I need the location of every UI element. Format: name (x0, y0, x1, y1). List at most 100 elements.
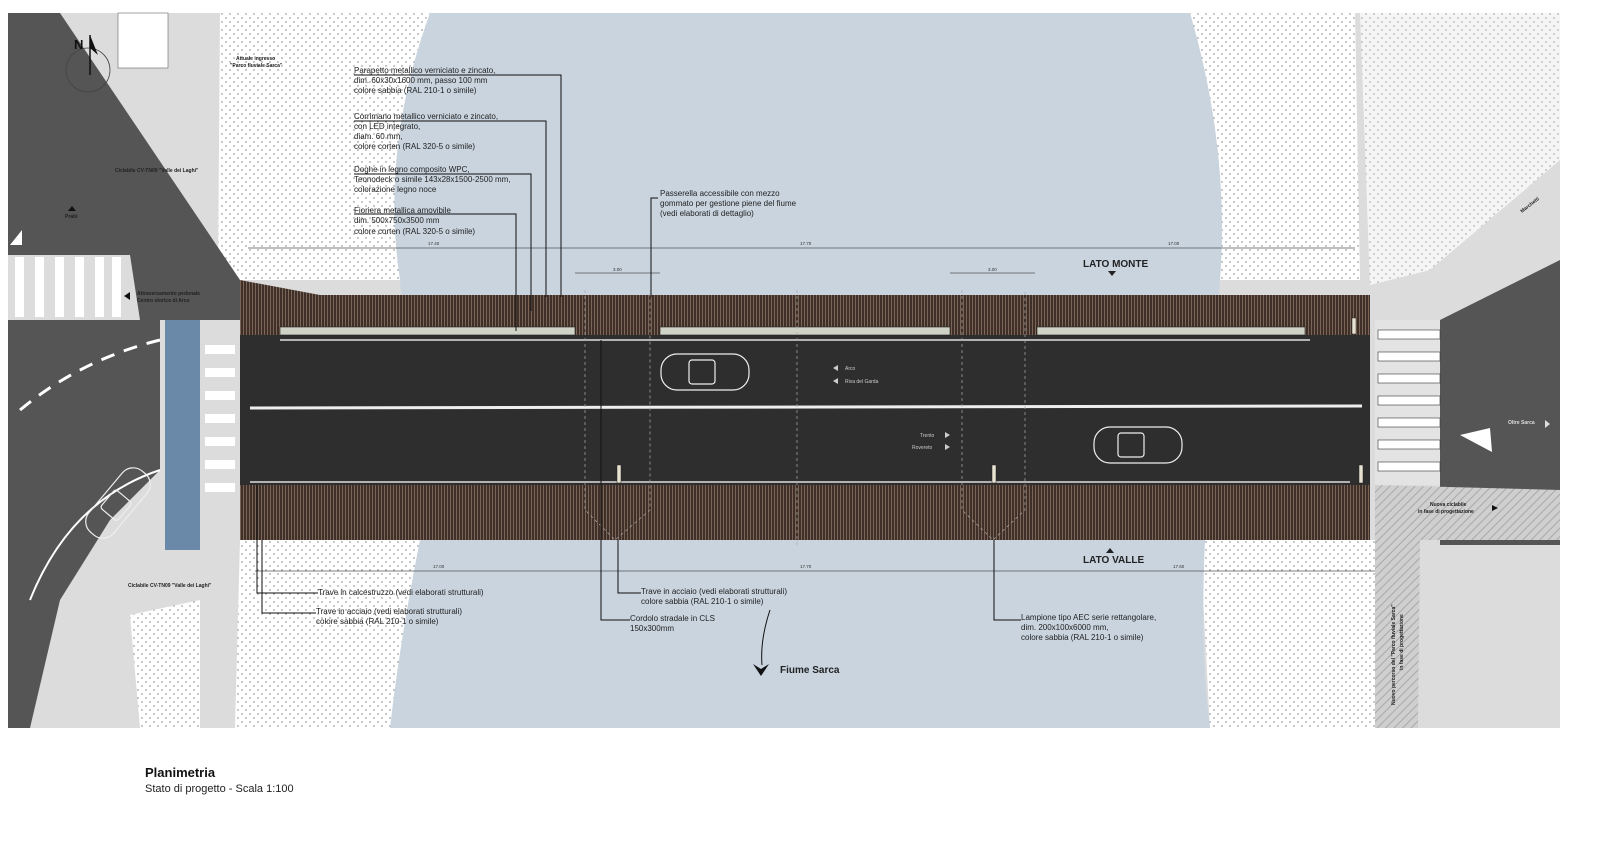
label-ingresso: Attuale ingresso (236, 56, 275, 62)
give-way-triangle-left (10, 230, 22, 245)
note-trave-acciaio-right: Trave in acciaio (vedi elaborati struttu… (641, 587, 787, 606)
arrow-right-icon (1545, 420, 1550, 428)
green-area-ne (1190, 13, 1360, 280)
label-oltre-sarca: Oltre Sarca (1508, 420, 1535, 426)
svg-text:colore corten (RAL 320-5 o sim: colore corten (RAL 320-5 o simile) (354, 227, 475, 236)
road-sw (8, 320, 160, 728)
svg-text:Fioriera metallica amovibile: Fioriera metallica amovibile (354, 206, 451, 215)
note-doghe: Doghe in legno composito WPC, Teonodeck … (354, 165, 511, 194)
arrow-left-icon (124, 292, 130, 300)
arrow-down-icon (1108, 271, 1116, 276)
svg-text:Parapetto metallico verniciato: Parapetto metallico verniciato e zincato… (354, 66, 495, 75)
svg-text:Cordolo stradale in CLS: Cordolo stradale in CLS (630, 614, 715, 623)
svg-text:Trave in calcestruzzo (vedi el: Trave in calcestruzzo (vedi elaborati st… (318, 588, 484, 597)
svg-text:colore corten (RAL 320-5 o sim: colore corten (RAL 320-5 o simile) (354, 142, 475, 151)
arrow-up-icon (68, 206, 76, 211)
svg-text:gommato per gestione piene del: gommato per gestione piene del fiume (660, 199, 797, 208)
svg-text:17.70: 17.70 (800, 241, 812, 246)
car-icon (1093, 426, 1183, 464)
svg-text:Trave in acciaio (vedi elabora: Trave in acciaio (vedi elaborati struttu… (316, 607, 462, 616)
building (117, 12, 169, 69)
svg-text:dim. 200x100x6000 mm,: dim. 200x100x6000 mm, (1021, 623, 1109, 632)
road-east (1440, 260, 1560, 545)
green-area-sw2 (130, 600, 200, 728)
svg-text:diam. 60 mm,: diam. 60 mm, (354, 132, 402, 141)
svg-text:Passerella accessibile con mez: Passerella accessibile con mezzo (660, 189, 780, 198)
car-icon (85, 467, 151, 539)
green-area-ne2 (1360, 13, 1560, 285)
center-line (249, 404, 1363, 410)
svg-text:colore sabbia (RAL 210-1 o sim: colore sabbia (RAL 210-1 o simile) (1021, 633, 1144, 642)
arrow-up-icon (1106, 548, 1114, 553)
svg-text:17.60: 17.60 (1173, 564, 1185, 569)
planters (279, 326, 1306, 336)
svg-text:dim. 60x30x1600 mm, passo 10: dim. 60x30x1600 mm, passo 100 mm (354, 76, 488, 85)
page-subtitle: Stato di progetto - Scala 1:100 (145, 783, 294, 795)
label-attraversamento-2: Centro storico di Arco (137, 298, 190, 304)
green-area-se (1200, 540, 1380, 728)
svg-text:17.00: 17.00 (1168, 241, 1180, 246)
label-lato-valle: LATO VALLE (1083, 555, 1144, 566)
note-passerella: Passerella accessibile con mezzo gommato… (660, 189, 797, 218)
svg-text:17.00: 17.00 (433, 564, 445, 569)
svg-text:colore sabbia (RAL 210-1 o sim: colore sabbia (RAL 210-1 o simile) (354, 86, 477, 95)
crosswalk-left (205, 345, 235, 492)
deck-upstream-walkway (240, 280, 1370, 335)
svg-text:Corrimano metallico verniciato: Corrimano metallico verniciato e zincato… (354, 112, 498, 121)
svg-text:N: N (74, 37, 83, 52)
bridge-roadway (240, 335, 1370, 485)
svg-text:3.00: 3.00 (613, 267, 622, 272)
river-flow-arrow-icon (753, 664, 769, 676)
svg-text:17.40: 17.40 (428, 241, 440, 246)
note-trave-acciaio-left: Trave in acciaio (vedi elaborati struttu… (316, 607, 462, 626)
svg-text:Doghe in legno composito WPC,: Doghe in legno composito WPC, (354, 165, 470, 174)
label-nuova-ciclabile-2: in fase di progettazione (1418, 509, 1474, 515)
svg-text:colore sabbia (RAL 210-1 o sim: colore sabbia (RAL 210-1 o simile) (641, 597, 764, 606)
svg-text:colore sabbia (RAL 210-1 o sim: colore sabbia (RAL 210-1 o simile) (316, 617, 439, 626)
pier-outlines (584, 290, 1026, 545)
deck-downstream-walkway (240, 485, 1370, 540)
note-lampione: Lampione tipo AEC serie rettangolare, di… (1021, 613, 1156, 642)
leader-lines (256, 74, 1021, 666)
svg-text:Rovereto: Rovereto (912, 445, 933, 451)
svg-text:con LED integrato,: con LED integrato, (354, 122, 420, 131)
svg-text:3.00: 3.00 (988, 267, 997, 272)
svg-text:Trento: Trento (920, 433, 934, 439)
crosswalk-right (1377, 329, 1441, 472)
lane-marking-sw2 (29, 469, 161, 601)
green-area-sw (235, 540, 420, 728)
note-parapetto: Parapetto metallico verniciato e zincato… (354, 66, 495, 95)
note-corrimano: Corrimano metallico verniciato e zincato… (354, 112, 498, 151)
arrow-right-icon (1492, 505, 1498, 511)
svg-text:17.70: 17.70 (800, 564, 812, 569)
dimension-top: 17.40 17.70 17.00 3.00 3.00 (248, 241, 1355, 274)
label-prabi: Prabi (65, 214, 78, 220)
north-arrow-icon: N (65, 35, 111, 93)
svg-text:colorazione legno noce: colorazione legno noce (354, 185, 437, 194)
green-area-nw (218, 13, 440, 280)
note-cordolo: Cordolo stradale in CLS 150x300mm (630, 614, 715, 633)
crosswalk-nw (15, 257, 121, 317)
svg-text:Teonodeck o simile 143x28x1500: Teonodeck o simile 143x28x1500-2500 mm, (354, 175, 511, 184)
svg-text:Arco: Arco (845, 366, 856, 372)
label-ingresso-2: "Parco fluviale Sarca" (230, 63, 283, 69)
svg-text:(vedi elaborati di dettaglio): (vedi elaborati di dettaglio) (660, 209, 754, 218)
road-nw (8, 13, 240, 320)
label-lato-monte: LATO MONTE (1083, 259, 1149, 270)
road-sign-westbound: Arco Riva del Garda (833, 365, 879, 385)
svg-text:150x300mm: 150x300mm (630, 624, 674, 633)
give-way-triangle-right (1460, 428, 1492, 452)
road-sign-eastbound: Trento Rovereto (912, 432, 950, 451)
label-fiume-sarca: Fiume Sarca (780, 665, 840, 676)
car-icon (660, 353, 750, 391)
label-attraversamento: Attraversamento pedonale (137, 291, 200, 297)
page-title: Planimetria (145, 765, 216, 780)
label-ciclabile-top: Ciclabile CV-TN09 "Valle dei Laghi" (115, 168, 199, 174)
note-trave-cls: Trave in calcestruzzo (vedi elaborati st… (318, 588, 484, 597)
label-ciclabile-bottom: Ciclabile CV-TN09 "Valle dei Laghi" (128, 583, 212, 589)
svg-text:Trave in acciaio (vedi elabora: Trave in acciaio (vedi elaborati struttu… (641, 587, 787, 596)
label-nuovo-percorso: Nuovo percorso del "Parco fluviale Sarca… (1391, 604, 1397, 705)
label-nuova-ciclabile: Nuova ciclabile (1430, 502, 1467, 508)
note-fioriera: Fioriera metallica amovibile dim. 500x75… (354, 206, 475, 236)
